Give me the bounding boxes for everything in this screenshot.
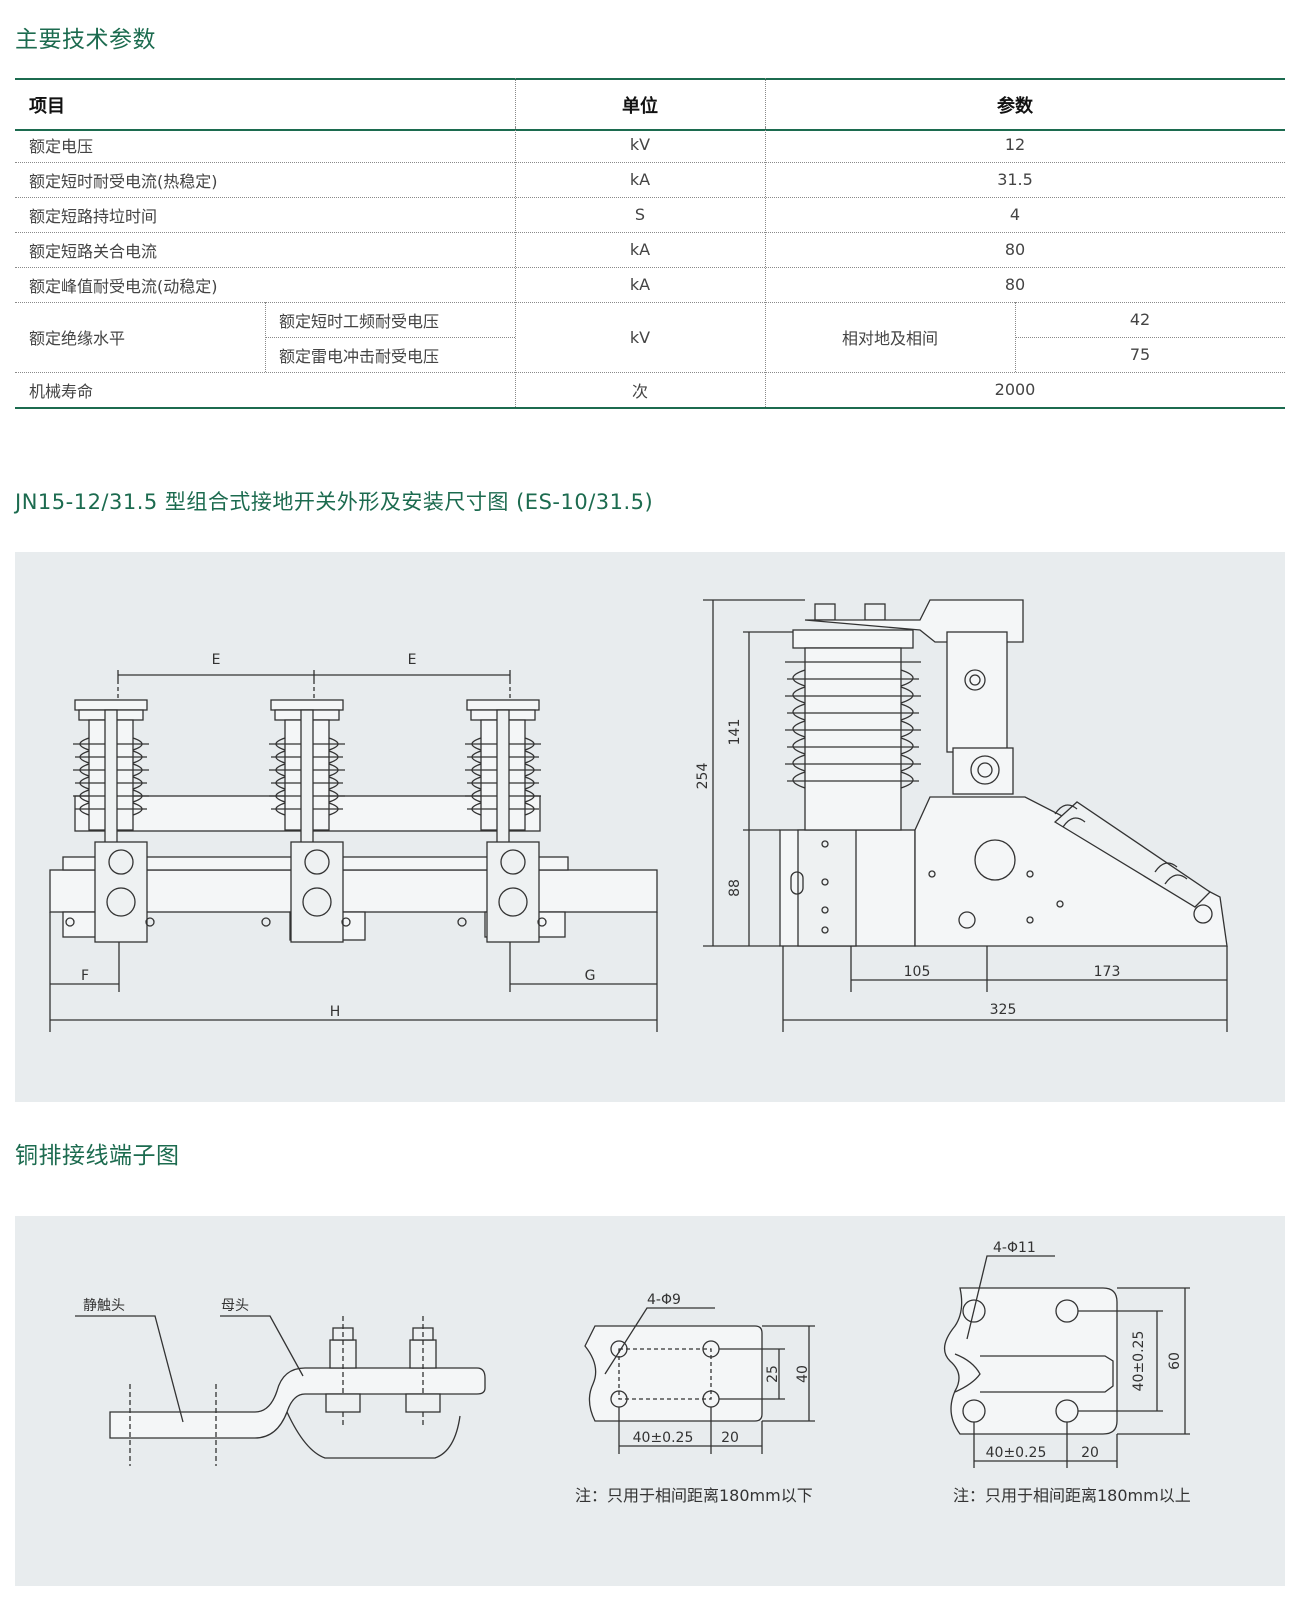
row-unit: kV <box>629 135 651 154</box>
dim-173: 173 <box>1094 964 1121 980</box>
row-value: 42 <box>1129 310 1151 329</box>
section-title-specs: 主要技术参数 <box>15 27 156 53</box>
row-value: 80 <box>1004 240 1026 259</box>
row-subitem: 额定短时工频耐受电压 <box>279 311 440 331</box>
section-title-drawing: JN15-12/31.5 型组合式接地开关外形及安装尺寸图 (ES-10/31.… <box>15 490 654 514</box>
row-value-label: 相对地及相间 <box>841 329 938 348</box>
hole-spec-b: 4-Φ11 <box>993 1240 1036 1256</box>
row-item: 额定短路关合电流 <box>29 241 158 261</box>
row-unit: kA <box>629 240 651 259</box>
outline-drawing-panel: E E F G H 254 141 88 105 173 325 <box>15 552 1285 1102</box>
dim-b-h1: 40±0.25 <box>1131 1331 1147 1392</box>
dim-e-right: E <box>408 652 417 668</box>
dim-b-60: 60 <box>1167 1352 1183 1370</box>
dim-g: G <box>585 968 596 984</box>
row-value: 12 <box>1004 135 1026 154</box>
dim-b-w1: 40±0.25 <box>986 1445 1047 1461</box>
row-unit: S <box>634 205 646 224</box>
row-value: 31.5 <box>997 170 1033 189</box>
row-item: 额定短路持垃时间 <box>29 206 158 226</box>
row-value: 75 <box>1129 345 1151 364</box>
row-value: 80 <box>1004 275 1026 294</box>
row-unit: 次 <box>631 381 648 401</box>
dim-325: 325 <box>990 1002 1017 1018</box>
section-title-terminal: 铜排接线端子图 <box>15 1143 180 1169</box>
outline-drawing: E E F G H 254 141 88 105 173 325 <box>49 599 1228 1032</box>
dim-a-40: 40 <box>795 1365 811 1383</box>
terminal-drawing-panel: 静触头 母头 4-Φ9 25 40 40±0.25 20 注：只用于相间距离18… <box>15 1216 1285 1586</box>
dim-141: 141 <box>727 719 743 746</box>
row-unit: kA <box>629 170 651 189</box>
row-value: 2000 <box>994 380 1036 399</box>
dim-a-w2: 20 <box>721 1430 739 1446</box>
row-item: 额定短时耐受电流(热稳定) <box>29 171 218 191</box>
row-subitem: 额定雷电冲击耐受电压 <box>279 346 440 366</box>
row-value: 4 <box>1009 205 1021 224</box>
terminal-drawing: 静触头 母头 4-Φ9 25 40 40±0.25 20 注：只用于相间距离18… <box>75 1240 1191 1505</box>
row-item: 额定峰值耐受电流(动稳定) <box>29 276 218 296</box>
header-param: 参数 <box>997 95 1033 117</box>
dim-105: 105 <box>904 964 931 980</box>
row-unit: kV <box>629 327 651 347</box>
row-unit: kA <box>629 275 651 294</box>
dim-a-w1: 40±0.25 <box>633 1430 694 1446</box>
note-a: 注：只用于相间距离180mm以下 <box>575 1486 813 1505</box>
header-item: 项目 <box>29 95 65 117</box>
dim-a-25: 25 <box>765 1365 781 1383</box>
row-item: 机械寿命 <box>29 381 94 401</box>
table-header <box>15 78 1285 131</box>
row-item: 额定电压 <box>29 136 94 156</box>
dim-254: 254 <box>695 763 711 790</box>
dim-h: H <box>330 1004 341 1020</box>
label-static-contact: 静触头 <box>83 1298 125 1314</box>
dim-f: F <box>81 968 89 984</box>
row-item: 额定绝缘水平 <box>29 329 126 348</box>
header-unit: 单位 <box>622 95 658 117</box>
note-b: 注：只用于相间距离180mm以上 <box>953 1486 1191 1505</box>
dim-e-left: E <box>212 652 221 668</box>
label-female-head: 母头 <box>221 1298 249 1314</box>
dim-b-w2: 20 <box>1081 1445 1099 1461</box>
hole-spec-a: 4-Φ9 <box>647 1292 681 1308</box>
dim-88: 88 <box>727 879 743 897</box>
